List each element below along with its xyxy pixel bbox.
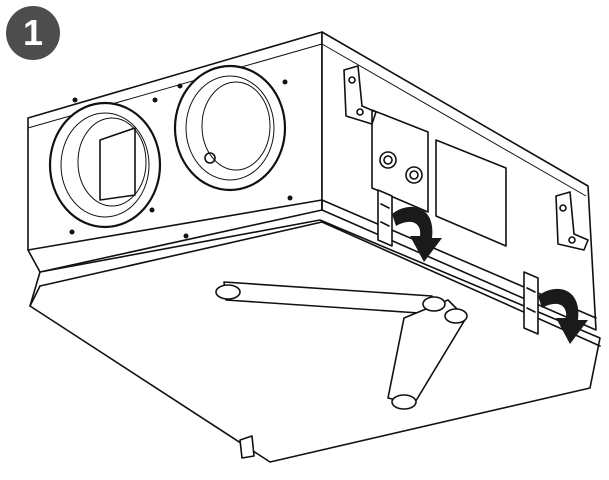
latch-clip-icon (377, 189, 393, 247)
curved-arrow-down-icon (392, 206, 442, 262)
support-foot-icon (215, 284, 241, 300)
step-number: 1 (22, 12, 44, 53)
unit-side-face (321, 31, 597, 331)
support-foot-icon (391, 394, 417, 410)
drain-pipe (239, 435, 255, 459)
step-number-badge: 1 (6, 6, 60, 60)
support-rails (215, 281, 468, 410)
latch-clip-icon (523, 271, 539, 335)
duct-spigot-icon (48, 101, 162, 229)
access-panel (371, 109, 507, 247)
curved-arrow-down-icon (538, 288, 588, 344)
duct-spigot-icon (173, 64, 287, 192)
support-foot-icon (444, 308, 468, 324)
mounting-bracket-icon (555, 191, 589, 251)
screws (69, 79, 293, 239)
support-foot-icon (422, 296, 446, 312)
